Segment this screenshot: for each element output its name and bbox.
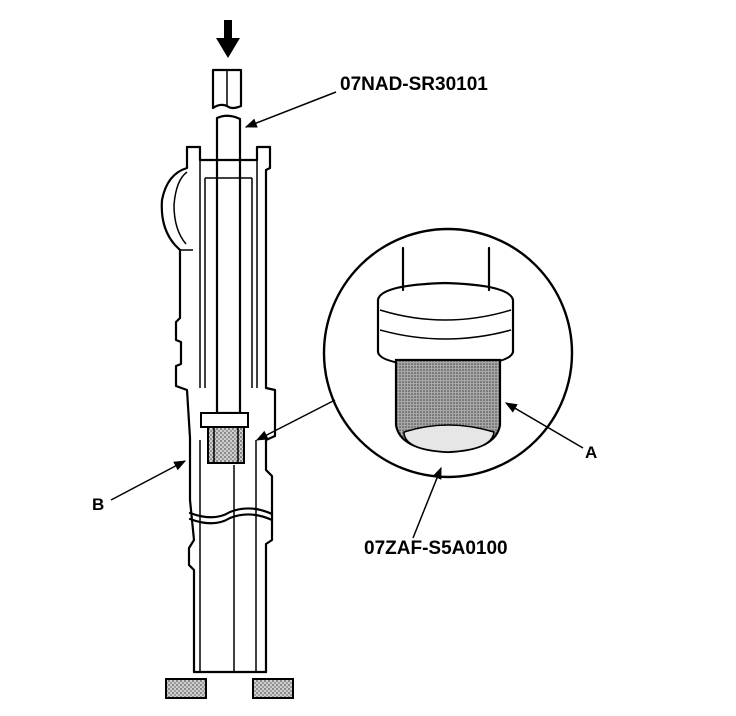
driver-handle [211, 68, 243, 415]
leader-lines [110, 91, 584, 539]
installed-seal [200, 412, 249, 464]
label-tool-bottom: 07ZAF-S5A0100 [364, 538, 508, 559]
detail-magnifier [322, 227, 574, 479]
label-part-a: A [585, 443, 597, 462]
down-arrow-icon [216, 20, 240, 58]
label-tool-top: 07NAD-SR30101 [340, 74, 488, 95]
support-block-left [165, 678, 207, 699]
label-part-b: B [92, 495, 104, 514]
support-block-right [252, 678, 294, 699]
housing-body [160, 145, 277, 674]
